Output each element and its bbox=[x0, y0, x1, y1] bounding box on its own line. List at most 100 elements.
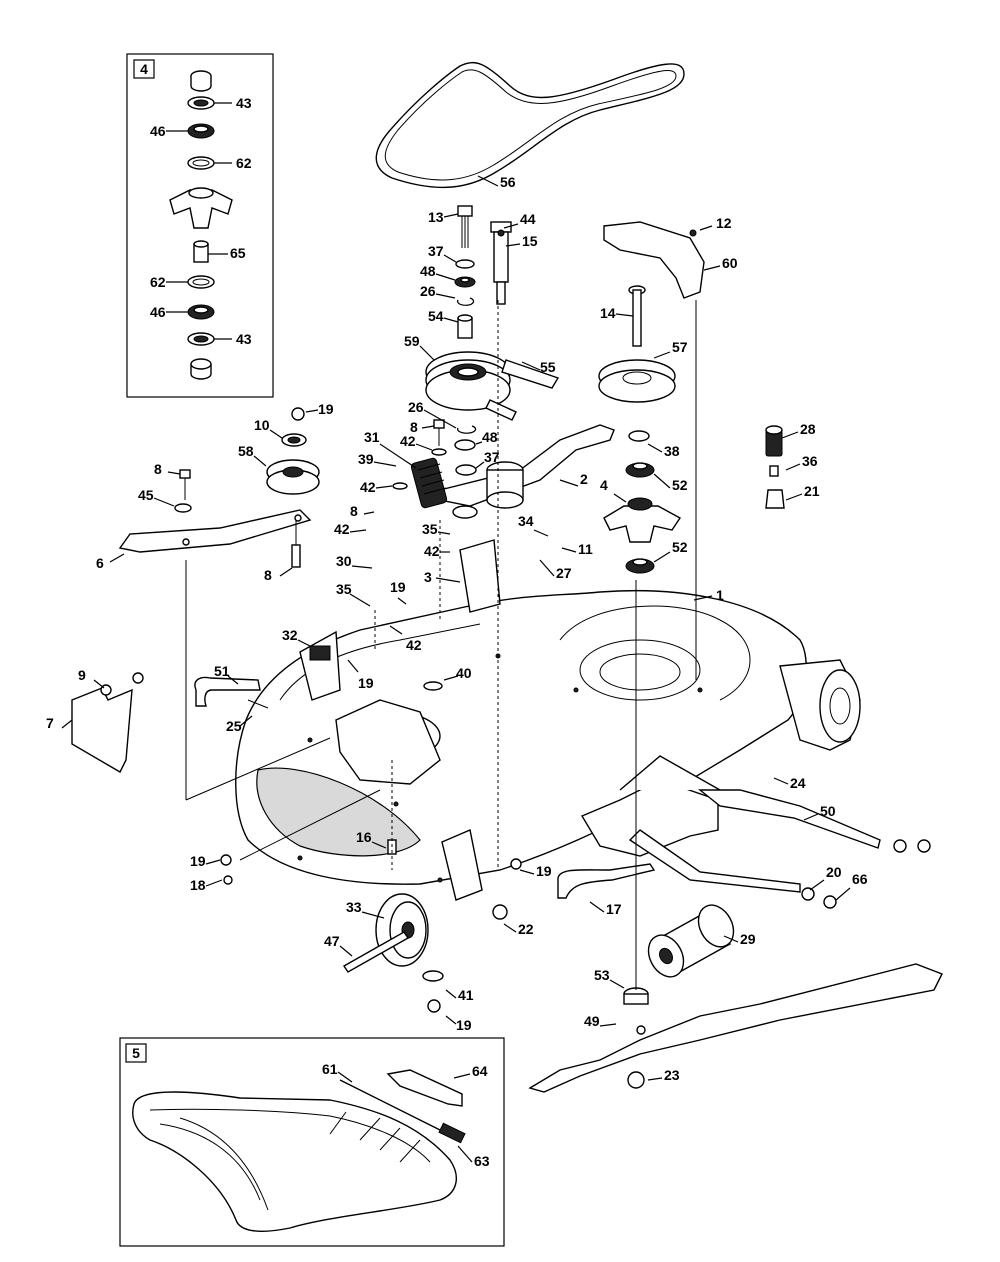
callout-leader-22 bbox=[503, 923, 517, 933]
callout-leader-4 bbox=[613, 493, 627, 503]
callout-29: 29 bbox=[740, 931, 756, 947]
callout-27: 27 bbox=[556, 565, 572, 581]
callout-leader-38 bbox=[647, 443, 663, 453]
callout-leader-34 bbox=[533, 529, 549, 537]
callout-39: 39 bbox=[358, 451, 374, 467]
callout-56: 56 bbox=[500, 174, 516, 190]
callout-11: 11 bbox=[578, 541, 593, 557]
callout-leader-8 bbox=[363, 511, 375, 515]
callout-14: 14 bbox=[600, 305, 616, 321]
callout-55: 55 bbox=[540, 359, 556, 375]
callout-leader-16 bbox=[371, 841, 387, 849]
callout-leader-30 bbox=[351, 565, 373, 569]
callout-52: 52 bbox=[672, 539, 688, 555]
callout-leader-33 bbox=[361, 911, 385, 919]
callout-leader-61 bbox=[337, 1071, 353, 1083]
callout-leader-19 bbox=[397, 597, 407, 605]
callout-leader-27 bbox=[539, 559, 555, 577]
callout-38: 38 bbox=[664, 443, 680, 459]
callout-8: 8 bbox=[350, 503, 358, 519]
callout-leader-47 bbox=[339, 945, 353, 957]
right-spindle bbox=[598, 221, 785, 574]
callout-2: 2 bbox=[580, 471, 588, 487]
callout-46: 46 bbox=[150, 304, 166, 320]
left-idler bbox=[118, 407, 320, 568]
callout-15: 15 bbox=[522, 233, 538, 249]
callout-35: 35 bbox=[336, 581, 352, 597]
callout-61: 61 bbox=[322, 1061, 338, 1077]
callout-66: 66 bbox=[852, 871, 868, 887]
callout-64: 64 bbox=[472, 1063, 488, 1079]
callout-59: 59 bbox=[404, 333, 420, 349]
callout-35: 35 bbox=[422, 521, 438, 537]
callout-19: 19 bbox=[358, 675, 374, 691]
callout-62: 62 bbox=[150, 274, 166, 290]
callout-45: 45 bbox=[138, 487, 154, 503]
callout-leader-56 bbox=[477, 175, 499, 187]
callout-22: 22 bbox=[518, 921, 534, 937]
callout-52: 52 bbox=[672, 477, 688, 493]
callout-43: 43 bbox=[236, 95, 252, 111]
callout-leader-63 bbox=[457, 1145, 473, 1163]
callout-leader-8 bbox=[421, 425, 435, 429]
callout-leader-49 bbox=[599, 1023, 617, 1027]
callout-4: 4 bbox=[600, 477, 608, 493]
callout-leader-12 bbox=[699, 225, 713, 231]
callout-leader-64 bbox=[453, 1073, 471, 1079]
callout-leader-32 bbox=[297, 639, 311, 647]
callout-leader-19 bbox=[445, 1015, 457, 1025]
callout-leader-39 bbox=[373, 461, 397, 467]
left-small-parts bbox=[71, 672, 269, 885]
callout-leader-35 bbox=[349, 593, 371, 607]
callout-leader-35 bbox=[437, 531, 451, 535]
callout-leader-9 bbox=[93, 679, 105, 689]
callout-24: 24 bbox=[790, 775, 806, 791]
callout-48: 48 bbox=[482, 429, 498, 445]
callout-20: 20 bbox=[826, 864, 842, 880]
callout-leader-37 bbox=[475, 461, 485, 469]
callout-10: 10 bbox=[254, 417, 270, 433]
callout-62: 62 bbox=[236, 155, 252, 171]
callout-leader-59 bbox=[419, 345, 435, 361]
callout-8: 8 bbox=[410, 419, 418, 435]
callout-13: 13 bbox=[428, 209, 444, 225]
mower-deck bbox=[235, 539, 861, 885]
upper-hardware bbox=[392, 205, 615, 519]
callout-leader-42 bbox=[375, 485, 393, 489]
callout-54: 54 bbox=[428, 308, 444, 324]
callout-58: 58 bbox=[238, 443, 254, 459]
callout-49: 49 bbox=[584, 1013, 600, 1029]
callout-40: 40 bbox=[456, 665, 472, 681]
inset-5-label: 5 bbox=[132, 1045, 140, 1061]
callout-leader-31 bbox=[379, 443, 417, 469]
callout-43: 43 bbox=[236, 331, 252, 347]
callout-32: 32 bbox=[282, 627, 298, 643]
callout-48: 48 bbox=[420, 263, 436, 279]
callout-47: 47 bbox=[324, 933, 340, 949]
callout-leader-52 bbox=[653, 551, 671, 563]
callout-leader-2 bbox=[559, 479, 579, 487]
callout-26: 26 bbox=[408, 399, 424, 415]
callout-leader-42 bbox=[415, 443, 433, 451]
callout-3: 3 bbox=[424, 569, 432, 585]
callout-leader-6 bbox=[109, 553, 125, 563]
callout-leader-26 bbox=[435, 293, 456, 299]
callout-leader-18 bbox=[205, 879, 223, 887]
callout-34: 34 bbox=[518, 513, 534, 529]
callout-37: 37 bbox=[428, 243, 444, 259]
callout-57: 57 bbox=[672, 339, 688, 355]
callout-51: 51 bbox=[214, 663, 230, 679]
callout-42: 42 bbox=[400, 433, 416, 449]
roller bbox=[647, 904, 735, 978]
callout-21: 21 bbox=[804, 483, 820, 499]
leader-lines bbox=[185, 300, 697, 990]
callout-31: 31 bbox=[364, 429, 380, 445]
callout-leader-15 bbox=[505, 243, 521, 247]
callout-60: 60 bbox=[722, 255, 738, 271]
callout-6: 6 bbox=[96, 555, 104, 571]
callout-leader-10 bbox=[269, 429, 283, 439]
callout-leader-20 bbox=[809, 879, 825, 891]
callout-leader-1 bbox=[693, 595, 713, 601]
callout-leader-41 bbox=[445, 989, 457, 999]
